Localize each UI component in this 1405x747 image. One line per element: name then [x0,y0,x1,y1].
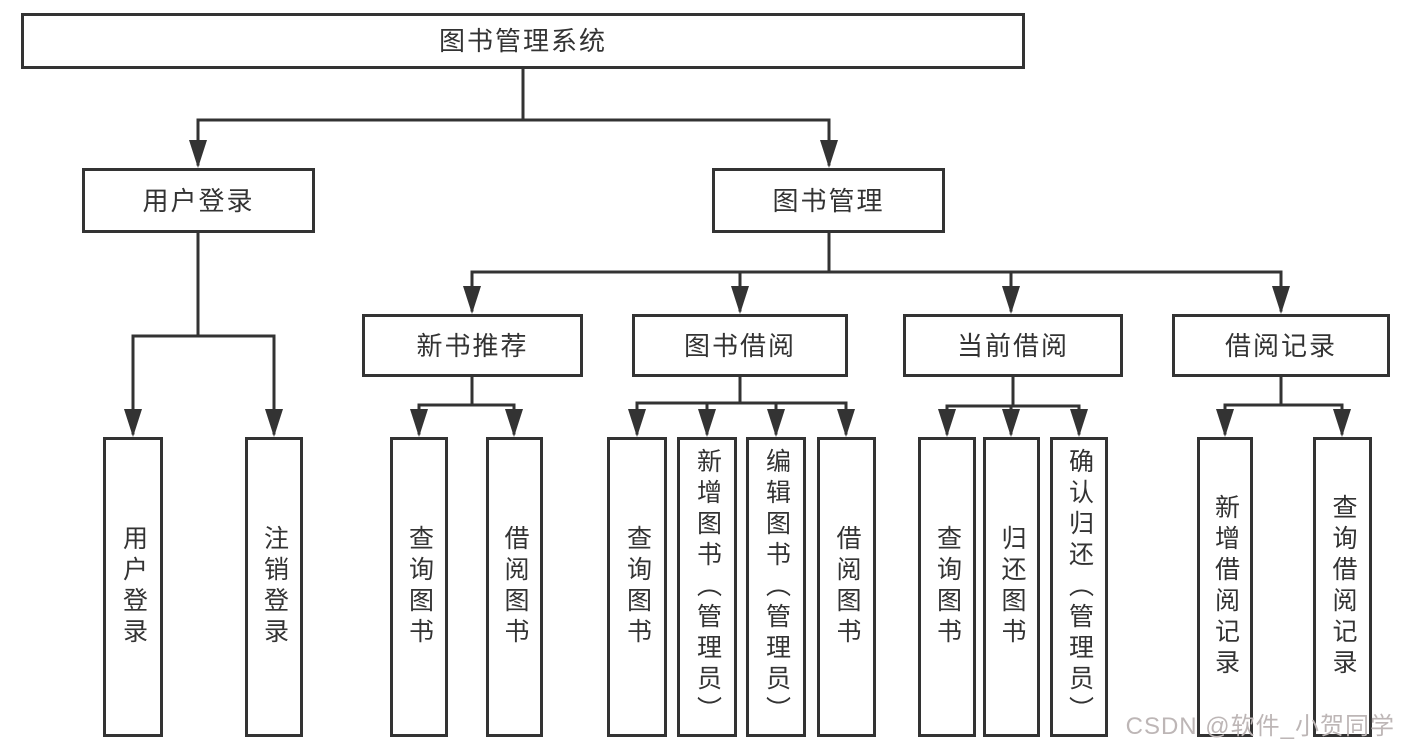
connector-borrow-records-children [1216,375,1351,437]
node-current-borrowing: 当前借阅 [903,314,1123,377]
connector-line [196,66,831,166]
connector-root-to-level2 [189,66,838,168]
leaf-user-login: 用户登录 [103,437,163,737]
leaf-query-books-2: 查询图书 [607,437,667,737]
connector-new-book-children [410,375,523,437]
arrowhead [767,409,785,437]
arrowhead [1070,409,1088,437]
leaf-add-borrow-record: 新增借阅记录 [1197,437,1253,737]
arrowhead [938,409,956,437]
arrowhead [463,286,481,314]
connector-line [1223,375,1344,435]
node-library-management-system: 图书管理系统 [21,13,1025,69]
arrowhead [265,409,283,437]
node-book-management: 图书管理 [712,168,945,233]
arrowhead [1272,286,1290,314]
arrowhead [1333,409,1351,437]
arrowhead [1216,409,1234,437]
connector-line [131,231,276,435]
arrowhead [189,140,207,168]
leaf-edit-books-admin: 编辑图书（管理员） [746,437,806,737]
leaf-query-books-1: 查询图书 [390,437,448,737]
leaf-query-borrow-record: 查询借阅记录 [1313,437,1372,737]
leaf-borrow-books-1: 借阅图书 [486,437,543,737]
arrowhead [505,409,523,437]
arrowhead [698,409,716,437]
node-borrowing-records: 借阅记录 [1172,314,1390,377]
connector-line [417,375,516,435]
leaf-add-books-admin: 新增图书（管理员） [677,437,737,737]
leaf-confirm-return-admin: 确认归还（管理员） [1050,437,1108,737]
arrowhead [820,140,838,168]
connector-user-login-children [124,231,283,437]
connector-line [635,375,848,435]
node-user-login: 用户登录 [82,168,315,233]
connector-current-borrow-children [938,375,1088,437]
node-book-borrowing: 图书借阅 [632,314,848,377]
arrowhead [124,409,142,437]
csdn-watermark: CSDN @软件_小贺同学 [1125,713,1395,740]
leaf-query-books-3: 查询图书 [918,437,976,737]
arrowhead [1002,409,1020,437]
arrowhead [1002,286,1020,314]
arrowhead [628,409,646,437]
leaf-logout: 注销登录 [245,437,303,737]
leaf-return-books: 归还图书 [983,437,1040,737]
connector-line [470,231,1283,312]
arrowhead [410,409,428,437]
connector-book-management-children [463,231,1290,314]
arrowhead [837,409,855,437]
node-new-book-recommendation: 新书推荐 [362,314,583,377]
leaf-borrow-books-2: 借阅图书 [817,437,876,737]
arrowhead [731,286,749,314]
connector-book-borrow-children [628,375,855,437]
